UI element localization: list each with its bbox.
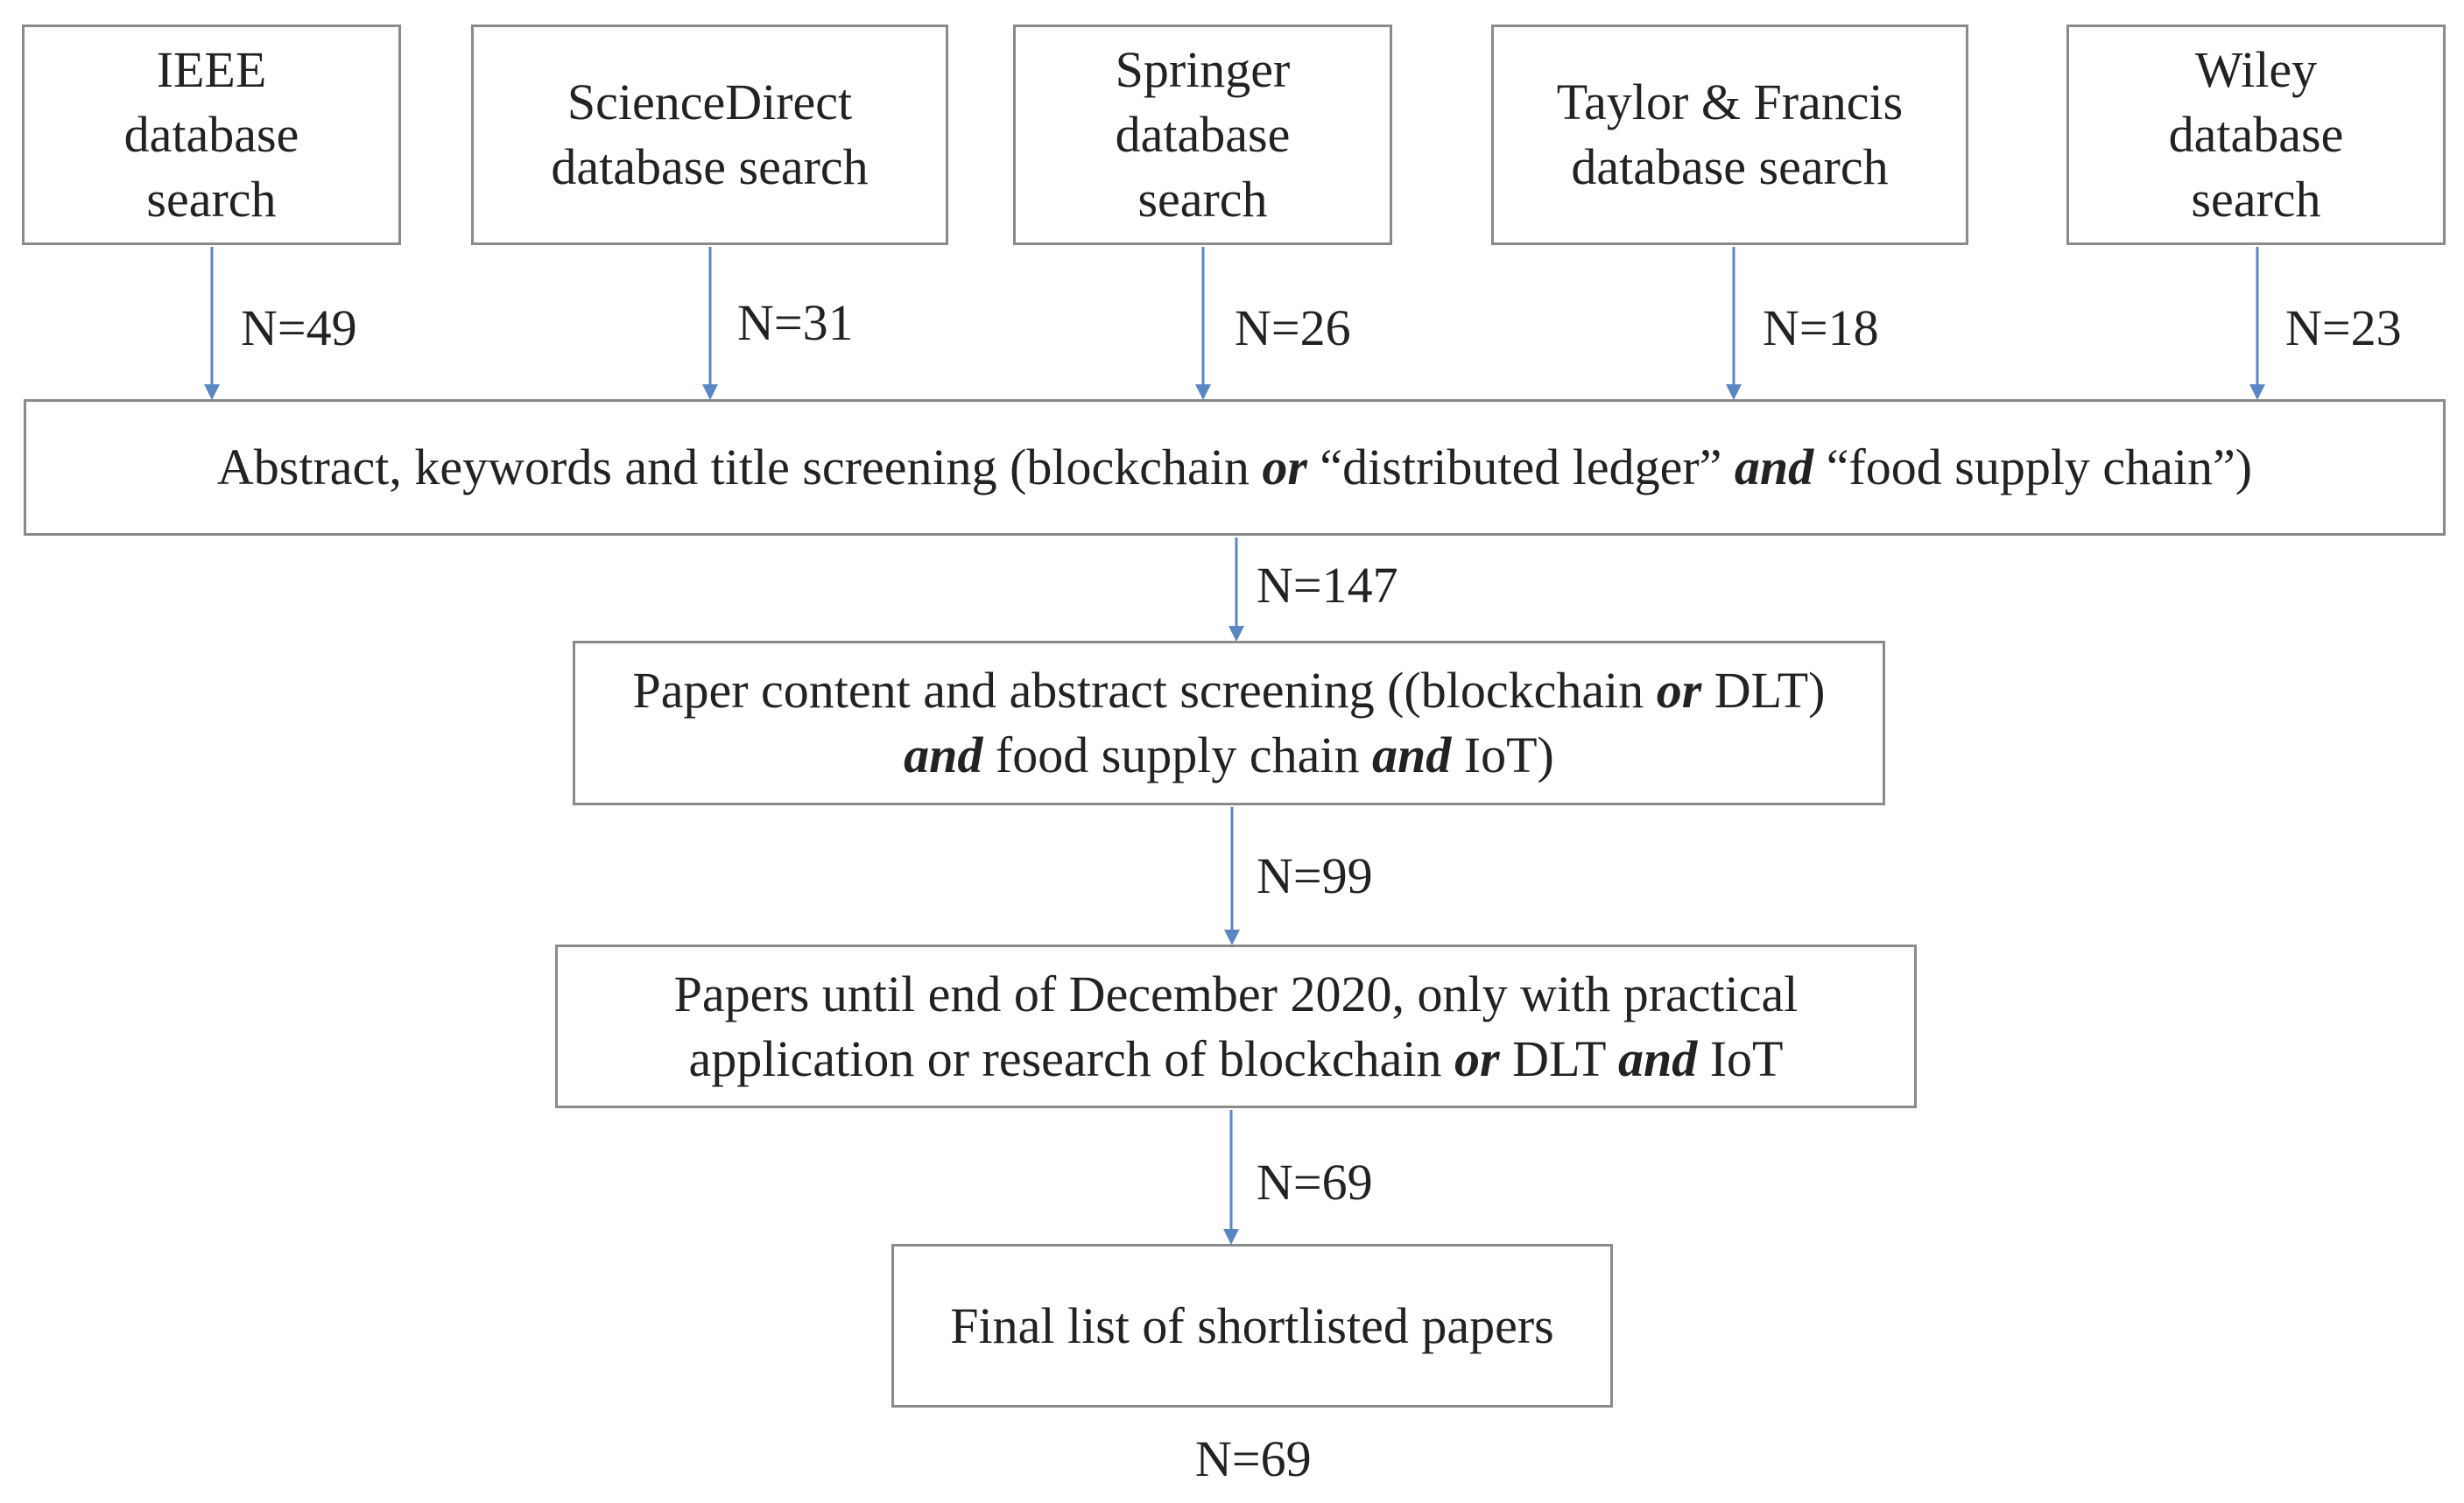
stage-label-final-list: Final list of shortlisted papers bbox=[950, 1294, 1554, 1359]
source-count-ieee: N=49 bbox=[241, 299, 357, 356]
label-line: database search bbox=[551, 138, 869, 195]
source-box-sciencedirect: ScienceDirect database search bbox=[471, 25, 948, 245]
source-count-sciencedirect: N=31 bbox=[737, 294, 854, 351]
stage-count-content-screening: N=99 bbox=[1257, 847, 1373, 904]
source-box-wiley: Wiley database search bbox=[2066, 25, 2446, 245]
label-segment: “food supply chain”) bbox=[1813, 439, 2253, 495]
source-box-springer: Springer database search bbox=[1013, 25, 1392, 245]
label-line: ScienceDirect bbox=[567, 74, 853, 130]
source-count-taylor-francis: N=18 bbox=[1763, 299, 1879, 356]
emphasis-word: and bbox=[1734, 439, 1814, 495]
source-label-springer: Springer database search bbox=[1116, 38, 1291, 232]
emphasis-word: and bbox=[1372, 727, 1452, 783]
stage-count-date-filter: N=69 bbox=[1257, 1154, 1373, 1211]
label-segment: DLT bbox=[1499, 1029, 1618, 1087]
label-segment: IoT bbox=[1697, 1029, 1784, 1087]
label-line: search bbox=[146, 171, 277, 228]
label-segment: “distributed ledger” bbox=[1306, 439, 1735, 495]
stage-label-date-filter: Papers until end of December 2020, only … bbox=[579, 962, 1893, 1092]
label-line: Taylor & Francis bbox=[1556, 74, 1904, 130]
label-segment: Papers until end of December 2020, only … bbox=[673, 965, 1799, 1087]
emphasis-word: or bbox=[1656, 662, 1702, 719]
stage-label-content-screening: Paper content and abstract screening ((b… bbox=[596, 658, 1862, 788]
source-count-wiley: N=23 bbox=[2285, 299, 2402, 356]
source-label-sciencedirect: ScienceDirect database search bbox=[551, 70, 868, 200]
source-label-wiley: Wiley database search bbox=[2169, 38, 2344, 232]
label-line: IEEE bbox=[156, 41, 267, 98]
label-segment: food supply chain bbox=[982, 727, 1373, 783]
label-line: search bbox=[1137, 171, 1268, 228]
label-segment: Paper content and abstract screening ((b… bbox=[632, 662, 1657, 719]
stage-box-final-list: Final list of shortlisted papers bbox=[891, 1244, 1613, 1408]
label-line: database search bbox=[1571, 138, 1889, 195]
stage-box-date-filter: Papers until end of December 2020, only … bbox=[555, 945, 1917, 1108]
emphasis-word: and bbox=[904, 727, 983, 783]
source-box-ieee: IEEE database search bbox=[22, 25, 401, 245]
label-line: database bbox=[1115, 106, 1291, 163]
emphasis-word: or bbox=[1262, 439, 1307, 495]
source-label-taylor-francis: Taylor & Francis database search bbox=[1557, 70, 1903, 200]
label-line: Springer bbox=[1115, 41, 1291, 98]
stage-count-final-list: N=69 bbox=[1195, 1430, 1312, 1487]
stage-box-title-screening: Abstract, keywords and title screening (… bbox=[24, 399, 2446, 536]
label-segment: Final list of shortlisted papers bbox=[950, 1296, 1554, 1354]
label-segment: DLT) bbox=[1701, 662, 1826, 719]
label-segment: IoT) bbox=[1451, 727, 1554, 783]
emphasis-word: and bbox=[1617, 1029, 1698, 1087]
source-box-taylor-francis: Taylor & Francis database search bbox=[1491, 25, 1968, 245]
stage-box-content-screening: Paper content and abstract screening ((b… bbox=[573, 641, 1885, 805]
source-count-springer: N=26 bbox=[1235, 299, 1351, 356]
label-line: search bbox=[2191, 171, 2321, 228]
label-line: database bbox=[123, 106, 299, 163]
stage-count-title-screening: N=147 bbox=[1257, 557, 1398, 614]
emphasis-word: or bbox=[1454, 1029, 1500, 1087]
label-line: Wiley bbox=[2194, 41, 2318, 98]
stage-label-title-screening: Abstract, keywords and title screening (… bbox=[217, 435, 2252, 500]
source-label-ieee: IEEE database search bbox=[124, 38, 299, 232]
label-line: database bbox=[2168, 106, 2344, 163]
label-segment: Abstract, keywords and title screening (… bbox=[216, 439, 1263, 495]
